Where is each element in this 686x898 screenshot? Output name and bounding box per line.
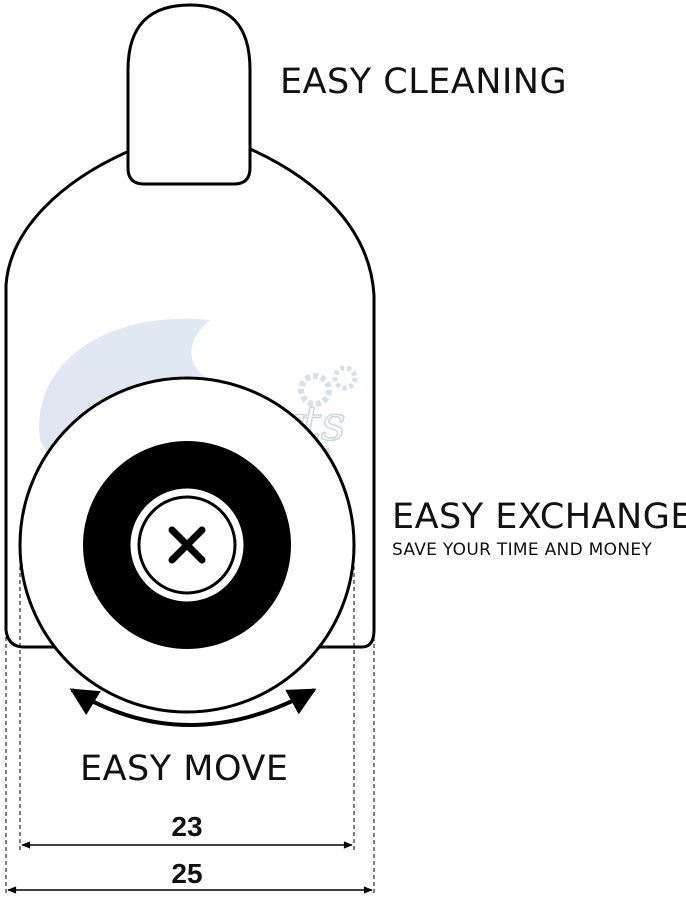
cleaning-cap [126,3,252,186]
double-arrow-arc-icon [69,688,317,727]
dimension-outer-label: 25 [171,858,202,889]
gear-icon [332,365,358,391]
dimension-inner-label: 23 [171,811,202,842]
label-easy-move: EASY MOVE [80,749,288,789]
label-easy-cleaning: EASY CLEANING [280,62,567,102]
dimension-guides [5,545,375,894]
x-mark-icon [168,526,206,564]
label-easy-exchange: EASY EXCHANGE [392,497,686,537]
label-exchange-subtitle: SAVE YOUR TIME AND MONEY [392,540,652,560]
gear-icon [298,373,332,407]
